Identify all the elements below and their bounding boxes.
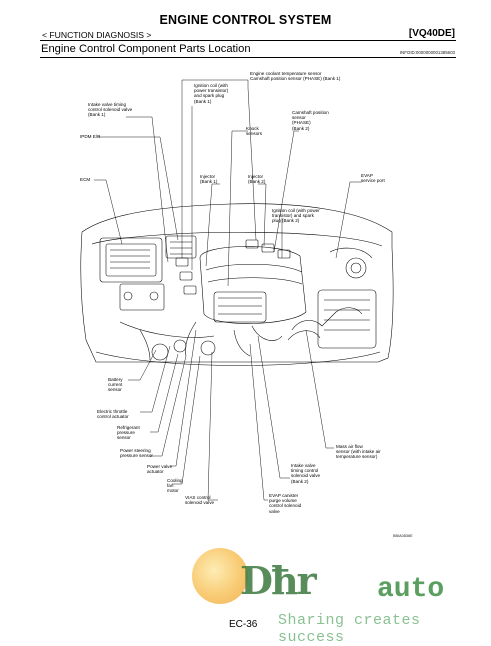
- callout-evap-purge-valve: EVAP canister purge volume control solen…: [269, 493, 302, 514]
- callout-vias-solenoid: VIAS control solenoid valve: [185, 495, 215, 506]
- watermark-logo-icon: [192, 548, 248, 604]
- model-code: [VQ40DE]: [408, 28, 455, 39]
- callout-ect-sensor: Engine coolant temperature sensor Camsha…: [250, 71, 341, 82]
- callout-ivt-solenoid-bank1: Intake valve timing control solenoid val…: [88, 102, 133, 118]
- callout-ipdm: IPDM E/R: [80, 134, 101, 139]
- figure-code: BBIA0836E: [393, 534, 413, 538]
- watermark-tagline: Sharing creates success: [278, 612, 421, 646]
- callout-maf-sensor: Mass air flow sensor (with intake air te…: [336, 444, 381, 460]
- info-id: INFOID:0000000001385603: [399, 50, 455, 55]
- callout-ecm: ECM: [80, 177, 91, 182]
- callout-battery-current-sensor: Battery current sensor: [108, 377, 123, 393]
- watermark: Dħr auto Sharing creates success: [192, 548, 491, 646]
- callout-power-valve: Power valve actuator: [147, 464, 173, 475]
- callout-ignition-coil-bank2: Ignition coil (with power transistor) an…: [272, 208, 320, 224]
- watermark-brand: Dħr: [240, 558, 317, 603]
- callout-injector-bank2: Injector (Bank 2): [248, 174, 266, 185]
- callout-power-steering: Power steering pressure sensor: [120, 448, 153, 459]
- callout-cmp-sensor-bank2: Camshaft position sensor (PHASE) (Bank 2…: [292, 110, 329, 131]
- callout-ignition-coil-bank1: Ignition coil (with power transistor) an…: [194, 83, 229, 104]
- callout-refrigerant-pressure: Refrigerant pressure sensor: [117, 425, 140, 441]
- callout-electric-throttle: Electric throttle control actuator: [97, 409, 129, 420]
- header-rule: [40, 40, 456, 41]
- watermark-suffix: auto: [377, 574, 445, 605]
- page-number: EC-36: [229, 619, 258, 630]
- page-title: ENGINE CONTROL SYSTEM: [159, 13, 332, 27]
- callout-cooling-fan: Cooling fan motor: [167, 478, 183, 494]
- page-heading: Engine Control Component Parts Location: [41, 43, 251, 55]
- callout-ivt-solenoid-bank2: Intake valve timing control solenoid val…: [291, 463, 321, 484]
- callout-evap-service-port: EVAP service port: [361, 173, 385, 184]
- callout-knock-sensors: Knock sensors: [246, 126, 263, 137]
- section-breadcrumb: < FUNCTION DIAGNOSIS >: [42, 30, 152, 40]
- callout-injector-bank1: Injector (Bank 1): [200, 174, 218, 185]
- heading-rule: [40, 57, 456, 58]
